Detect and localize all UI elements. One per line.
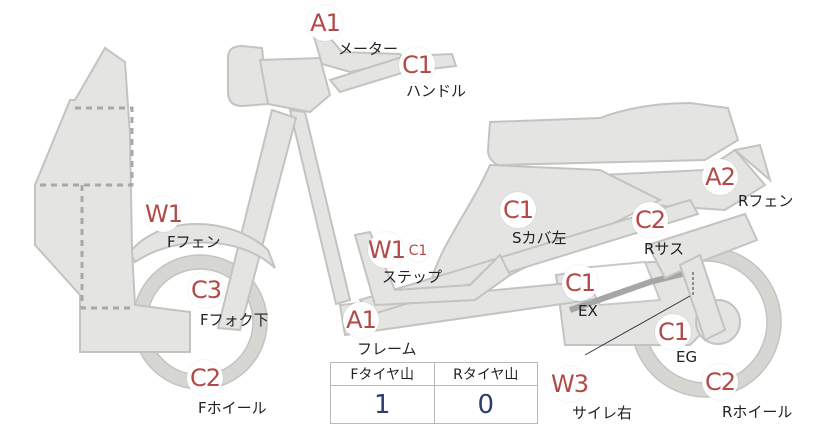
- tire-tread-table: Fタイヤ山 Rタイヤ山 1 0: [330, 362, 538, 424]
- part-label-side-cover-left: Sカバ左: [512, 229, 567, 247]
- part-label-front-wheel: Fホイール: [198, 399, 267, 417]
- part-label-frame: フレーム: [357, 340, 417, 358]
- part-label-rear-fender: Rフェン: [738, 192, 794, 210]
- grade-badge-muffler-right: W3: [551, 366, 589, 402]
- grade-badge-exhaust: C1: [562, 265, 598, 301]
- part-label-front-fork: Fフォク下: [200, 311, 269, 329]
- grade-badge-frame: A1: [343, 302, 379, 338]
- grade-badge-side-cover-left: C1: [500, 192, 536, 228]
- grade-badge-step-sub: C1: [407, 240, 429, 262]
- part-label-step: ステップ: [382, 268, 443, 286]
- tire-tread-header-row: Fタイヤ山 Rタイヤ山: [330, 362, 538, 386]
- part-label-engine: EG: [676, 348, 698, 366]
- grade-badge-handle: C1: [399, 47, 435, 83]
- grade-badge-step: W1: [368, 232, 406, 268]
- part-label-muffler-right: サイレ右: [572, 404, 633, 422]
- grade-badge-rear-wheel: C2: [702, 364, 738, 400]
- exhaust-pipe-shape: [569, 269, 691, 313]
- grade-badge-meter: A1: [307, 5, 343, 41]
- rear-tire-value: 0: [433, 385, 538, 424]
- grade-badge-rear-suspension: C2: [632, 202, 668, 238]
- grade-badge-rear-fender: A2: [702, 159, 738, 195]
- front-tire-header: Fタイヤ山: [330, 362, 435, 386]
- frame-shape: [288, 108, 352, 306]
- front-tire-value: 1: [330, 385, 435, 424]
- part-label-rear-wheel: Rホイール: [722, 403, 793, 421]
- part-label-handle: ハンドル: [406, 82, 467, 100]
- rear-suspension-shape: [646, 212, 759, 280]
- part-label-meter: メーター: [338, 40, 399, 58]
- front-fork-shape: [216, 108, 298, 332]
- grade-badge-front-wheel: C2: [187, 360, 223, 396]
- front-shield-shape: [34, 46, 191, 353]
- part-label-rear-suspension: Rサス: [644, 240, 685, 258]
- rear-tire-header: Rタイヤ山: [433, 362, 538, 386]
- grade-badge-front-fork: C3: [188, 272, 224, 308]
- grade-badge-engine: C1: [655, 314, 691, 350]
- seat-shape: [486, 101, 740, 167]
- part-label-front-fender: Fフェン: [167, 233, 221, 251]
- tire-tread-value-row: 1 0: [330, 385, 538, 424]
- grade-badge-front-fender: W1: [145, 196, 183, 232]
- part-label-exhaust: EX: [578, 302, 598, 320]
- body-side-shape: [428, 163, 663, 292]
